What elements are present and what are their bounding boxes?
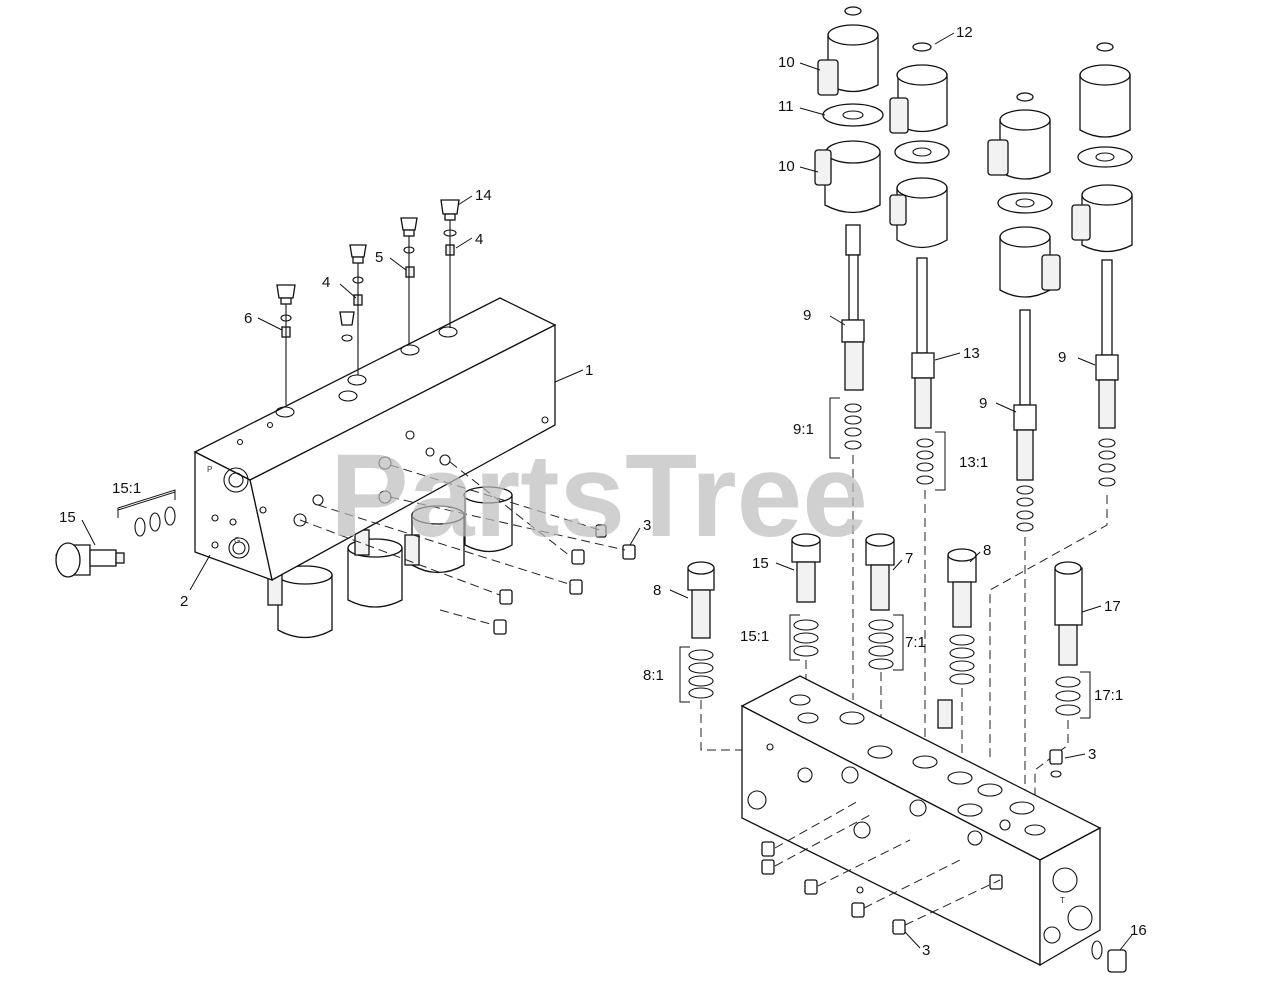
callout-12: 12 bbox=[956, 24, 973, 41]
callout-13-1: 13:1 bbox=[959, 454, 988, 471]
callout-5: 5 bbox=[375, 249, 383, 266]
port-mark-t: T bbox=[1060, 896, 1065, 905]
callout-9-a: 9 bbox=[803, 307, 811, 324]
solenoid-stack-d bbox=[989, 42, 1133, 760]
solenoid-stack-b bbox=[889, 42, 950, 760]
callout-4-b: 4 bbox=[475, 231, 483, 248]
left-manifold-assembly: P G bbox=[55, 199, 636, 639]
callout-8-1: 8:1 bbox=[643, 667, 664, 684]
cartridge-8-left bbox=[687, 561, 760, 751]
callout-7: 7 bbox=[905, 550, 913, 567]
left-coils bbox=[267, 486, 513, 639]
left-side-fittings bbox=[299, 461, 636, 635]
watermark: PartsTree bbox=[330, 430, 868, 562]
callout-6: 6 bbox=[244, 310, 252, 327]
solenoid-stack-c bbox=[987, 92, 1061, 800]
callout-3-right: 3 bbox=[1088, 746, 1096, 763]
left-cartridge-15 bbox=[55, 489, 176, 578]
callout-9-1: 9:1 bbox=[793, 421, 814, 438]
callout-10-bottom: 10 bbox=[778, 158, 795, 175]
callout-3-left: 3 bbox=[643, 517, 651, 534]
callout-17: 17 bbox=[1104, 598, 1121, 615]
solenoid-stack-a bbox=[814, 6, 884, 700]
callout-14: 14 bbox=[475, 187, 492, 204]
port-mark-p: P bbox=[207, 465, 212, 474]
callout-9-b: 9 bbox=[979, 395, 987, 412]
callout-11: 11 bbox=[778, 98, 794, 115]
callout-2: 2 bbox=[180, 593, 188, 610]
callout-15-left: 15 bbox=[59, 509, 76, 526]
cartridge-15-right bbox=[791, 533, 821, 700]
callout-8-left: 8 bbox=[653, 582, 661, 599]
callout-4-a: 4 bbox=[322, 274, 330, 291]
middle-cartridges bbox=[687, 533, 1083, 805]
right-side-fittings bbox=[761, 799, 1127, 973]
left-top-fittings bbox=[276, 199, 460, 405]
callout-13: 13 bbox=[963, 345, 980, 362]
callout-1: 1 bbox=[585, 362, 593, 379]
cartridge-8-right bbox=[937, 548, 977, 765]
callout-9-c: 9 bbox=[1058, 349, 1066, 366]
callout-15-1-left: 15:1 bbox=[112, 480, 141, 497]
callout-10-top: 10 bbox=[778, 54, 795, 71]
callout-7-1: 7:1 bbox=[905, 634, 926, 651]
right-manifold-block: T bbox=[740, 675, 1102, 967]
callout-3-bottom: 3 bbox=[922, 942, 930, 959]
cartridge-17 bbox=[1034, 561, 1083, 805]
callout-8-right: 8 bbox=[983, 542, 991, 559]
cartridge-7 bbox=[865, 533, 895, 745]
callout-15-1-right: 15:1 bbox=[740, 628, 769, 645]
callout-leaders bbox=[81, 32, 1133, 951]
right-solenoid-stacks bbox=[814, 6, 1133, 800]
callout-16: 16 bbox=[1130, 922, 1147, 939]
callout-17-1: 17:1 bbox=[1094, 687, 1123, 704]
callout-15-right: 15 bbox=[752, 555, 769, 572]
left-manifold-block: P G bbox=[193, 297, 557, 582]
callout-labels: 1 2 3 3 3 4 4 5 6 7 7:1 8 8 8:1 9 9 9 9:… bbox=[59, 24, 1147, 959]
port-mark-g: G bbox=[234, 536, 240, 545]
